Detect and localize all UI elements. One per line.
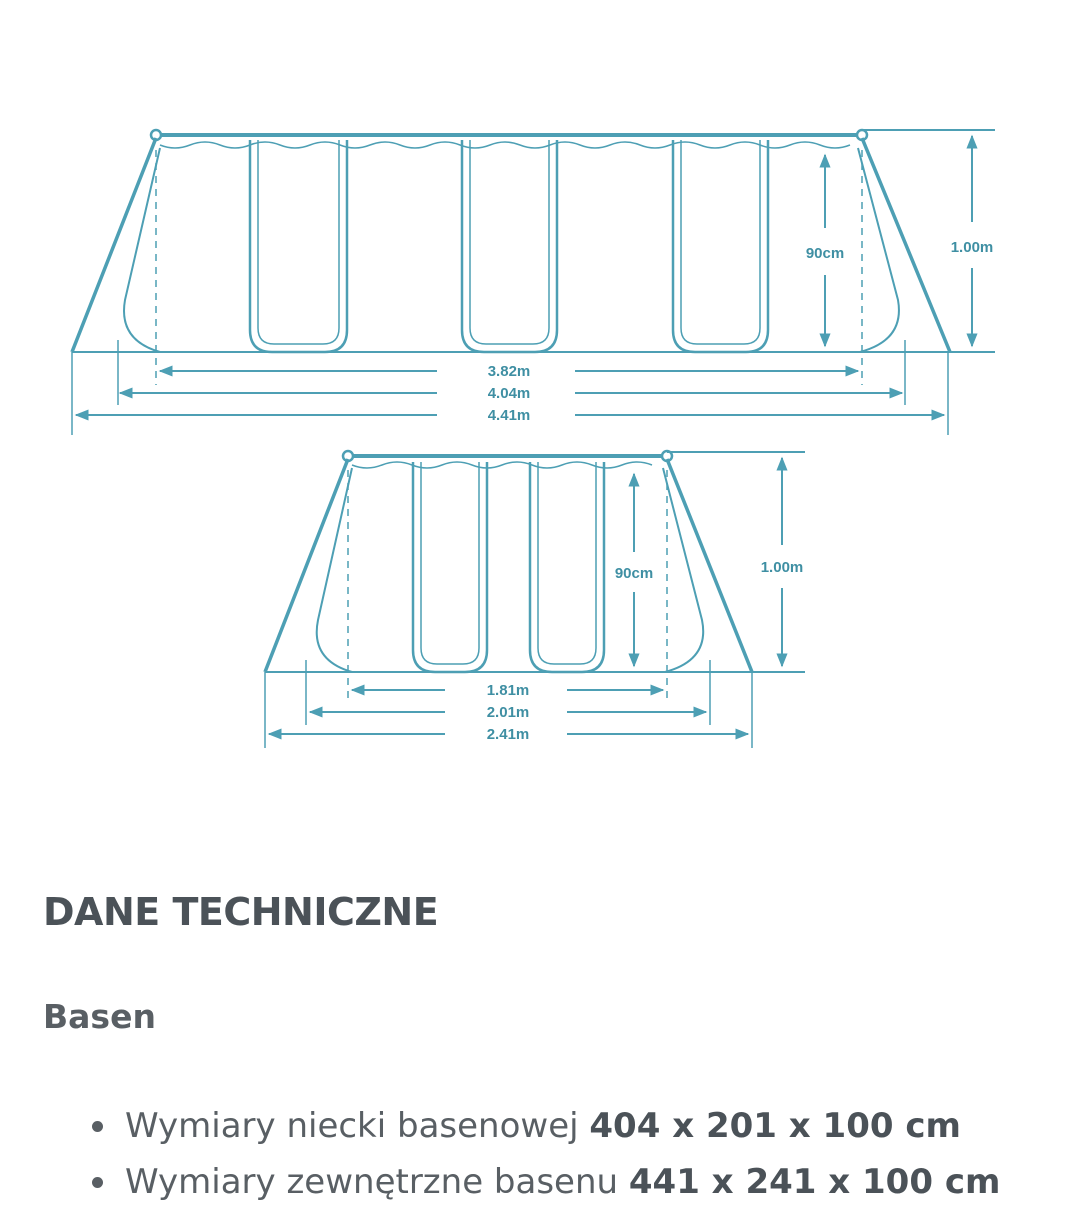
small-inner-length-label: 1.81m <box>487 682 530 699</box>
small-water-depth-label: 90cm <box>615 565 653 582</box>
large-pool-drawing <box>70 128 995 435</box>
spec-label: Wymiary niecki basenowej <box>125 1106 590 1146</box>
spec-list: Wymiary niecki basenowej 404 x 201 x 100… <box>0 1098 1080 1210</box>
small-outer-length-label: 2.41m <box>487 726 530 743</box>
large-water-depth-label: 90cm <box>806 245 844 262</box>
spec-item: Wymiary niecki basenowej 404 x 201 x 100… <box>0 1098 1080 1154</box>
small-height-label: 1.00m <box>761 559 804 576</box>
bullet-icon <box>92 1121 103 1132</box>
pool-dimensions-diagram: 3.82m 4.04m 4.41m 90cm 1.00m <box>70 128 995 748</box>
large-height-label: 1.00m <box>951 239 994 256</box>
small-pool-drawing <box>263 449 805 748</box>
large-outer-length-label: 4.41m <box>488 407 531 424</box>
large-inner-length-label: 3.82m <box>488 363 531 380</box>
spec-label: Wymiary zewnętrzne basenu <box>125 1162 629 1202</box>
small-mid-length-label: 2.01m <box>487 704 530 721</box>
small-pool-dimension-lines <box>267 456 788 740</box>
section-title: DANE TECHNICZNE <box>43 890 439 934</box>
large-pool-dimension-lines <box>74 134 978 421</box>
large-mid-length-label: 4.04m <box>488 385 531 402</box>
subsection-title: Basen <box>43 997 156 1036</box>
bullet-icon <box>92 1177 103 1188</box>
spec-item: Wymiary zewnętrzne basenu 441 x 241 x 10… <box>0 1154 1080 1210</box>
spec-value: 404 x 201 x 100 cm <box>589 1106 961 1146</box>
spec-value: 441 x 241 x 100 cm <box>628 1162 1001 1202</box>
